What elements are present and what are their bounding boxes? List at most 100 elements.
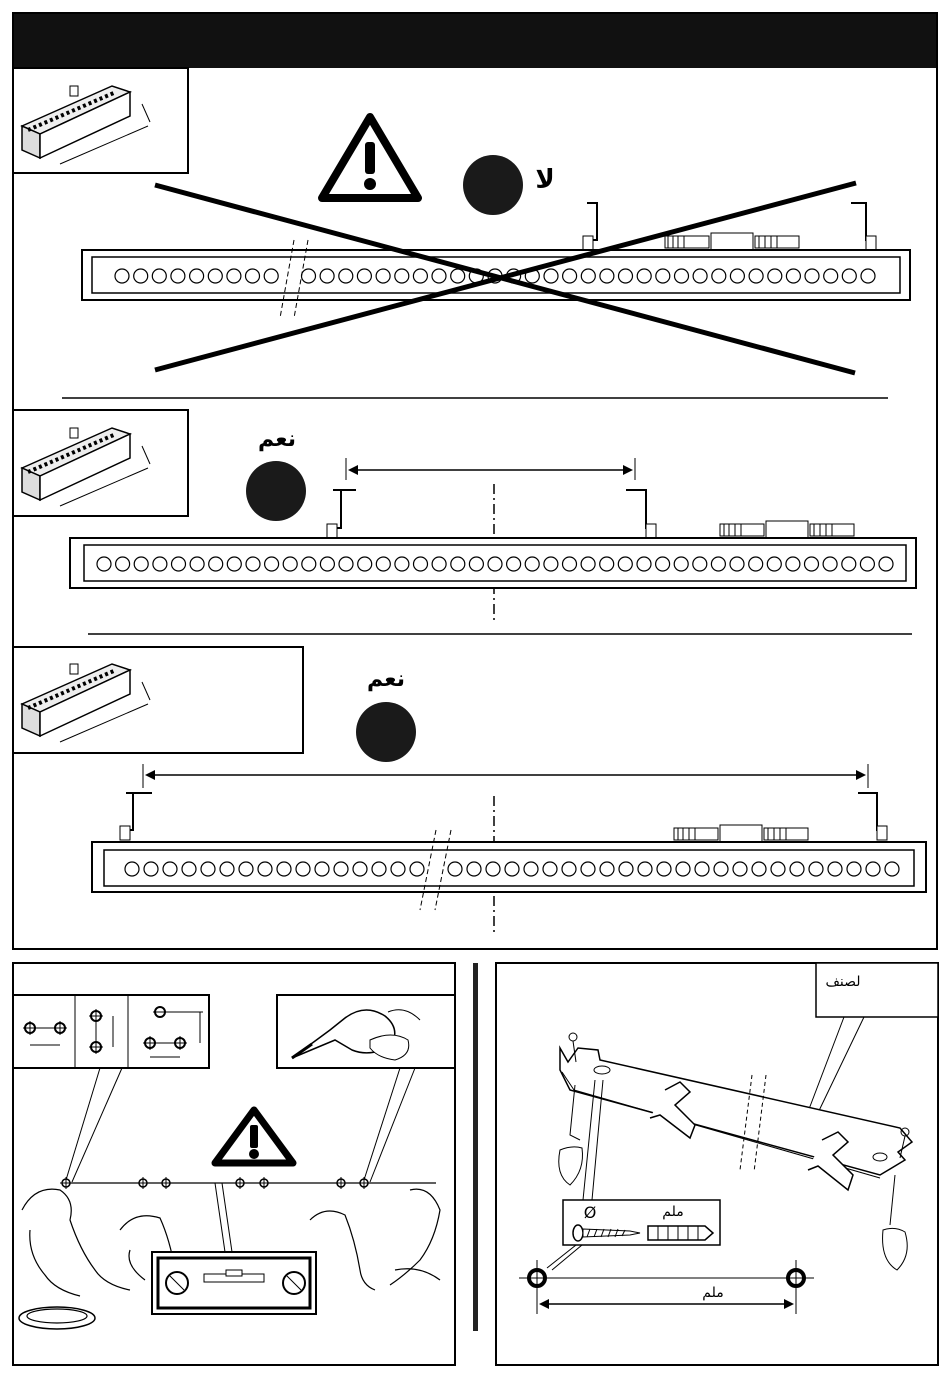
dimension-arrow bbox=[346, 458, 635, 480]
led-lens bbox=[410, 862, 424, 876]
led-lens bbox=[544, 557, 558, 571]
top-panel: لا bbox=[13, 13, 937, 949]
led-lens bbox=[190, 269, 204, 283]
led-lens bbox=[676, 862, 690, 876]
led-lens bbox=[134, 557, 148, 571]
led-lens bbox=[220, 862, 234, 876]
led-lens bbox=[581, 269, 595, 283]
led-lens bbox=[847, 862, 861, 876]
led-lens bbox=[239, 862, 253, 876]
led-lens bbox=[543, 862, 557, 876]
led-lens bbox=[372, 862, 386, 876]
label-yes: نعم bbox=[258, 427, 296, 452]
led-lens bbox=[786, 557, 800, 571]
led-lens bbox=[320, 269, 334, 283]
connector-cable bbox=[674, 825, 808, 842]
led-lens bbox=[486, 862, 500, 876]
led-lens bbox=[208, 269, 222, 283]
led-lens bbox=[600, 862, 614, 876]
led-lens bbox=[451, 269, 465, 283]
led-lens bbox=[277, 862, 291, 876]
wall-plug-icon bbox=[648, 1226, 713, 1240]
led-lens bbox=[842, 269, 856, 283]
led-row bbox=[97, 557, 893, 571]
led-lens bbox=[544, 269, 558, 283]
led-lens bbox=[376, 269, 390, 283]
led-lens bbox=[638, 862, 652, 876]
led-lens bbox=[525, 557, 539, 571]
led-lens bbox=[786, 269, 800, 283]
led-lens bbox=[182, 862, 196, 876]
led-lens bbox=[264, 269, 278, 283]
led-lens bbox=[563, 557, 577, 571]
led-lens bbox=[414, 557, 428, 571]
led-lens bbox=[209, 557, 223, 571]
led-lens bbox=[860, 557, 874, 571]
led-lens bbox=[637, 269, 651, 283]
led-lens bbox=[730, 557, 744, 571]
distance-label: ملم bbox=[702, 1285, 723, 1301]
led-lens bbox=[116, 557, 130, 571]
thumbnail-fixture bbox=[13, 647, 303, 753]
led-lens bbox=[320, 557, 334, 571]
led-lens bbox=[828, 862, 842, 876]
led-lens bbox=[695, 862, 709, 876]
panel-separator bbox=[473, 963, 478, 1331]
led-lens bbox=[144, 862, 158, 876]
led-lens bbox=[805, 557, 819, 571]
led-lens bbox=[711, 557, 725, 571]
led-lens bbox=[134, 269, 148, 283]
led-lens bbox=[581, 557, 595, 571]
led-lens bbox=[733, 862, 747, 876]
led-lens bbox=[265, 557, 279, 571]
section-correct-long: نعم bbox=[13, 647, 926, 935]
led-lens bbox=[562, 862, 576, 876]
led-lens bbox=[296, 862, 310, 876]
led-lens bbox=[842, 557, 856, 571]
connector-cable bbox=[720, 521, 854, 538]
led-lens bbox=[657, 862, 671, 876]
led-lens bbox=[879, 557, 893, 571]
led-lens bbox=[97, 557, 111, 571]
led-lens bbox=[152, 269, 166, 283]
led-lens bbox=[861, 269, 875, 283]
led-lens bbox=[334, 862, 348, 876]
led-lens bbox=[563, 269, 577, 283]
led-lens bbox=[823, 557, 837, 571]
led-lens bbox=[315, 862, 329, 876]
led-lens bbox=[637, 557, 651, 571]
status-dot bbox=[246, 461, 306, 521]
led-lens bbox=[467, 862, 481, 876]
thumbnail-fixture bbox=[13, 68, 188, 173]
dimension-arrow bbox=[143, 764, 868, 788]
led-lens bbox=[524, 862, 538, 876]
warning-icon bbox=[322, 117, 418, 198]
section-incorrect: لا bbox=[13, 68, 910, 398]
led-lens bbox=[866, 862, 880, 876]
bottom-left-panel bbox=[13, 963, 455, 1365]
led-lens bbox=[600, 557, 614, 571]
led-lens bbox=[227, 269, 241, 283]
led-lens bbox=[413, 269, 427, 283]
led-lens bbox=[201, 862, 215, 876]
header-bar bbox=[13, 13, 937, 68]
led-lens bbox=[163, 862, 177, 876]
label-yes: نعم bbox=[367, 667, 405, 692]
led-lens bbox=[391, 862, 405, 876]
led-lens bbox=[693, 269, 707, 283]
led-lens bbox=[357, 269, 371, 283]
led-lens bbox=[600, 269, 614, 283]
led-row bbox=[125, 862, 899, 876]
led-lens bbox=[656, 557, 670, 571]
led-lens bbox=[693, 557, 707, 571]
thumbnail-fixture bbox=[13, 410, 188, 516]
led-lens bbox=[767, 557, 781, 571]
led-lens bbox=[115, 269, 129, 283]
led-bar-long bbox=[92, 830, 926, 910]
led-lens bbox=[432, 557, 446, 571]
led-lens bbox=[172, 557, 186, 571]
led-lens bbox=[712, 269, 726, 283]
led-lens bbox=[246, 269, 260, 283]
hole-pattern-inset bbox=[13, 995, 209, 1068]
